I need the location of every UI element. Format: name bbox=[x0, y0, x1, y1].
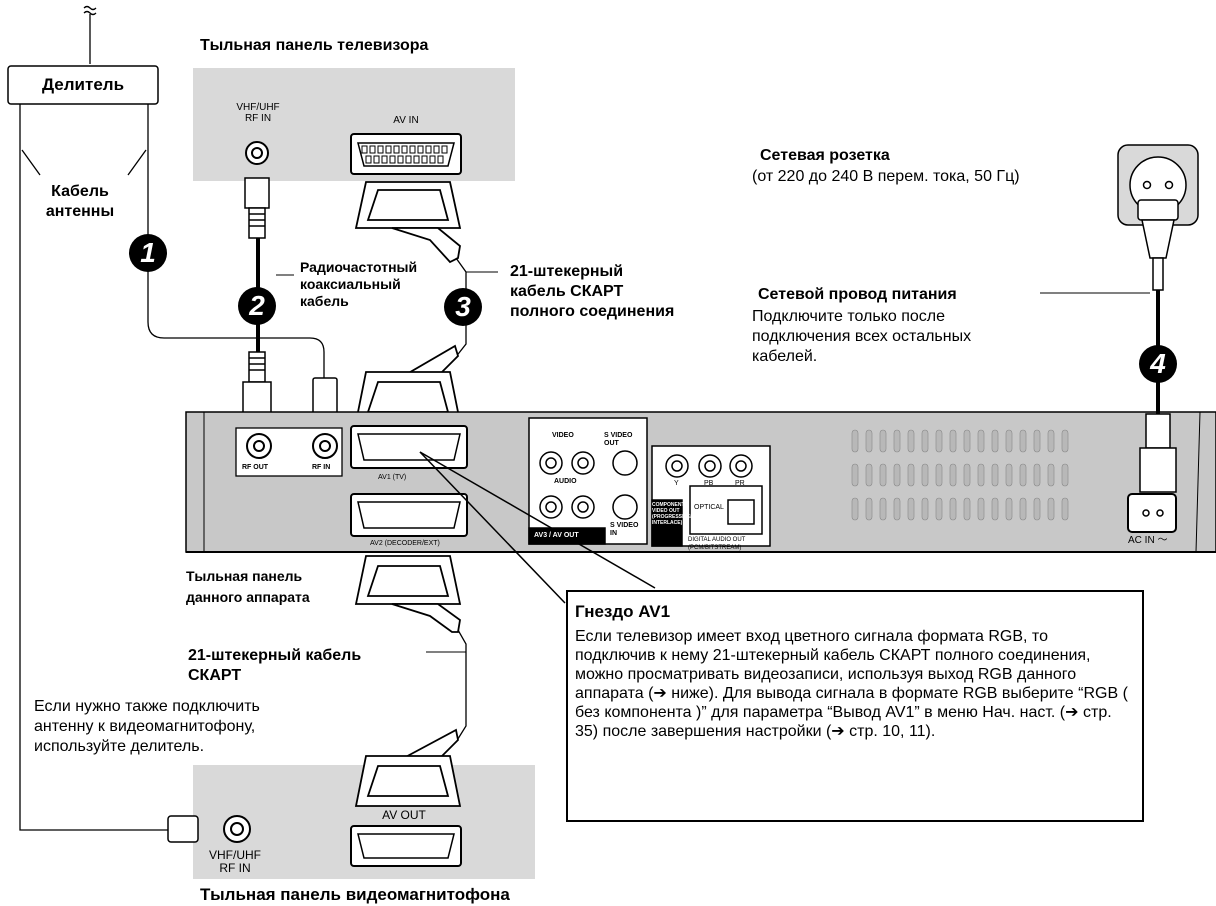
av1-port-label: AV1 (TV) bbox=[378, 474, 407, 481]
tv-rf-in-jack bbox=[245, 141, 269, 165]
tv-scart-socket bbox=[350, 133, 462, 175]
av1-info-body: Если телевизор имеет вход цветного сигна… bbox=[575, 628, 1128, 740]
ac-in-socket bbox=[1127, 493, 1177, 533]
step-4-badge: 4 bbox=[1139, 345, 1177, 383]
step-3-badge: 3 bbox=[444, 288, 482, 326]
unit-rear-label: Тыльная панель данного аппарата bbox=[186, 568, 310, 605]
tv-av-in-label: AV IN bbox=[393, 115, 419, 126]
tv-rf-in-label: VHF/UHF RF IN bbox=[236, 102, 280, 124]
step-2-badge: 2 bbox=[238, 287, 276, 325]
av2-scart-socket bbox=[350, 493, 468, 537]
scart-plug-bottom bbox=[354, 344, 462, 423]
vcr-scart-socket bbox=[350, 825, 462, 867]
antenna-icon bbox=[83, 5, 97, 64]
av1-scart-socket bbox=[350, 425, 468, 469]
av2-port-label: AV2 (DECODER/EXT) bbox=[370, 540, 440, 547]
av1-info-box: Гнездо AV1 Если телевизор имеет вход цве… bbox=[566, 590, 1144, 822]
outlet-spec: (от 220 до 240 В перем. тока, 50 Гц) bbox=[752, 168, 1020, 185]
optical-label: OPTICAL bbox=[694, 504, 724, 511]
scart-plug-av2 bbox=[354, 555, 462, 633]
scart-full-tv-label: 21-штекерный кабель СКАРТ полного соедин… bbox=[510, 263, 675, 320]
device-rf-jacks bbox=[235, 427, 343, 477]
video-group-label: VIDEO bbox=[552, 432, 574, 439]
step-1-badge: 1 bbox=[129, 234, 167, 272]
vcr-rear-panel-title: Тыльная панель видеомагнитофона bbox=[200, 885, 510, 904]
splitter-box bbox=[7, 65, 159, 105]
component-pb-label: PB bbox=[704, 480, 714, 487]
component-y-label: Y bbox=[674, 480, 679, 487]
splitter-label: Делитель bbox=[41, 75, 125, 94]
av1-info-title: Гнездо AV1 bbox=[575, 602, 671, 621]
scart-cable-vcr-label: 21-штекерный кабель СКАРТ bbox=[188, 647, 362, 684]
outlet-title: Сетевая розетка bbox=[760, 147, 890, 164]
vcr-note: Если нужно также подключить антенну к ви… bbox=[34, 698, 260, 755]
av3-block bbox=[528, 417, 648, 545]
coax-cable-label: Радиочастотный коаксиальный кабель bbox=[300, 259, 418, 309]
av1-callout bbox=[419, 451, 656, 604]
antenna-cables bbox=[19, 104, 325, 831]
component-pr-label: PR bbox=[735, 480, 745, 487]
vcr-av-out-label: AV OUT bbox=[382, 808, 426, 822]
coax-plug-top bbox=[244, 177, 270, 239]
power-cord-title: Сетевой провод питания bbox=[758, 286, 957, 303]
rf-in-port-label: RF IN bbox=[312, 464, 331, 471]
mains-plug bbox=[1137, 199, 1179, 291]
s-video-out-label: S VIDEO OUT bbox=[604, 432, 633, 447]
tv-rear-panel-title: Тыльная панель телевизора bbox=[200, 37, 429, 54]
scart-plug-top bbox=[354, 181, 462, 264]
rf-out-port-label: RF OUT bbox=[242, 464, 269, 471]
av3-out-label: AV3 / AV OUT bbox=[534, 532, 579, 539]
scart-cable-vcr bbox=[455, 629, 467, 743]
component-out-label: COMPONENT VIDEO OUT (PROGRESSIVE/ INTERL… bbox=[652, 502, 692, 526]
component-block bbox=[651, 445, 771, 547]
antenna-cable-label: Кабель антенны bbox=[45, 183, 115, 220]
scart-plug-vcr bbox=[354, 728, 462, 807]
power-cord-note: Подключите только после подключения всех… bbox=[752, 308, 972, 365]
ac-plug bbox=[1139, 413, 1177, 493]
vcr-rf-in bbox=[167, 815, 251, 843]
digital-audio-out-label: DIGITAL AUDIO OUT (PCM/BITSTREAM) bbox=[688, 537, 746, 551]
vcr-rf-in-label: VHF/UHF RF IN bbox=[209, 848, 261, 875]
audio-group-label: AUDIO bbox=[554, 478, 577, 485]
vent-grille bbox=[851, 429, 1069, 521]
ac-in-label: AC IN ～ bbox=[1128, 535, 1168, 546]
s-video-in-label: S VIDEO IN bbox=[610, 522, 639, 537]
